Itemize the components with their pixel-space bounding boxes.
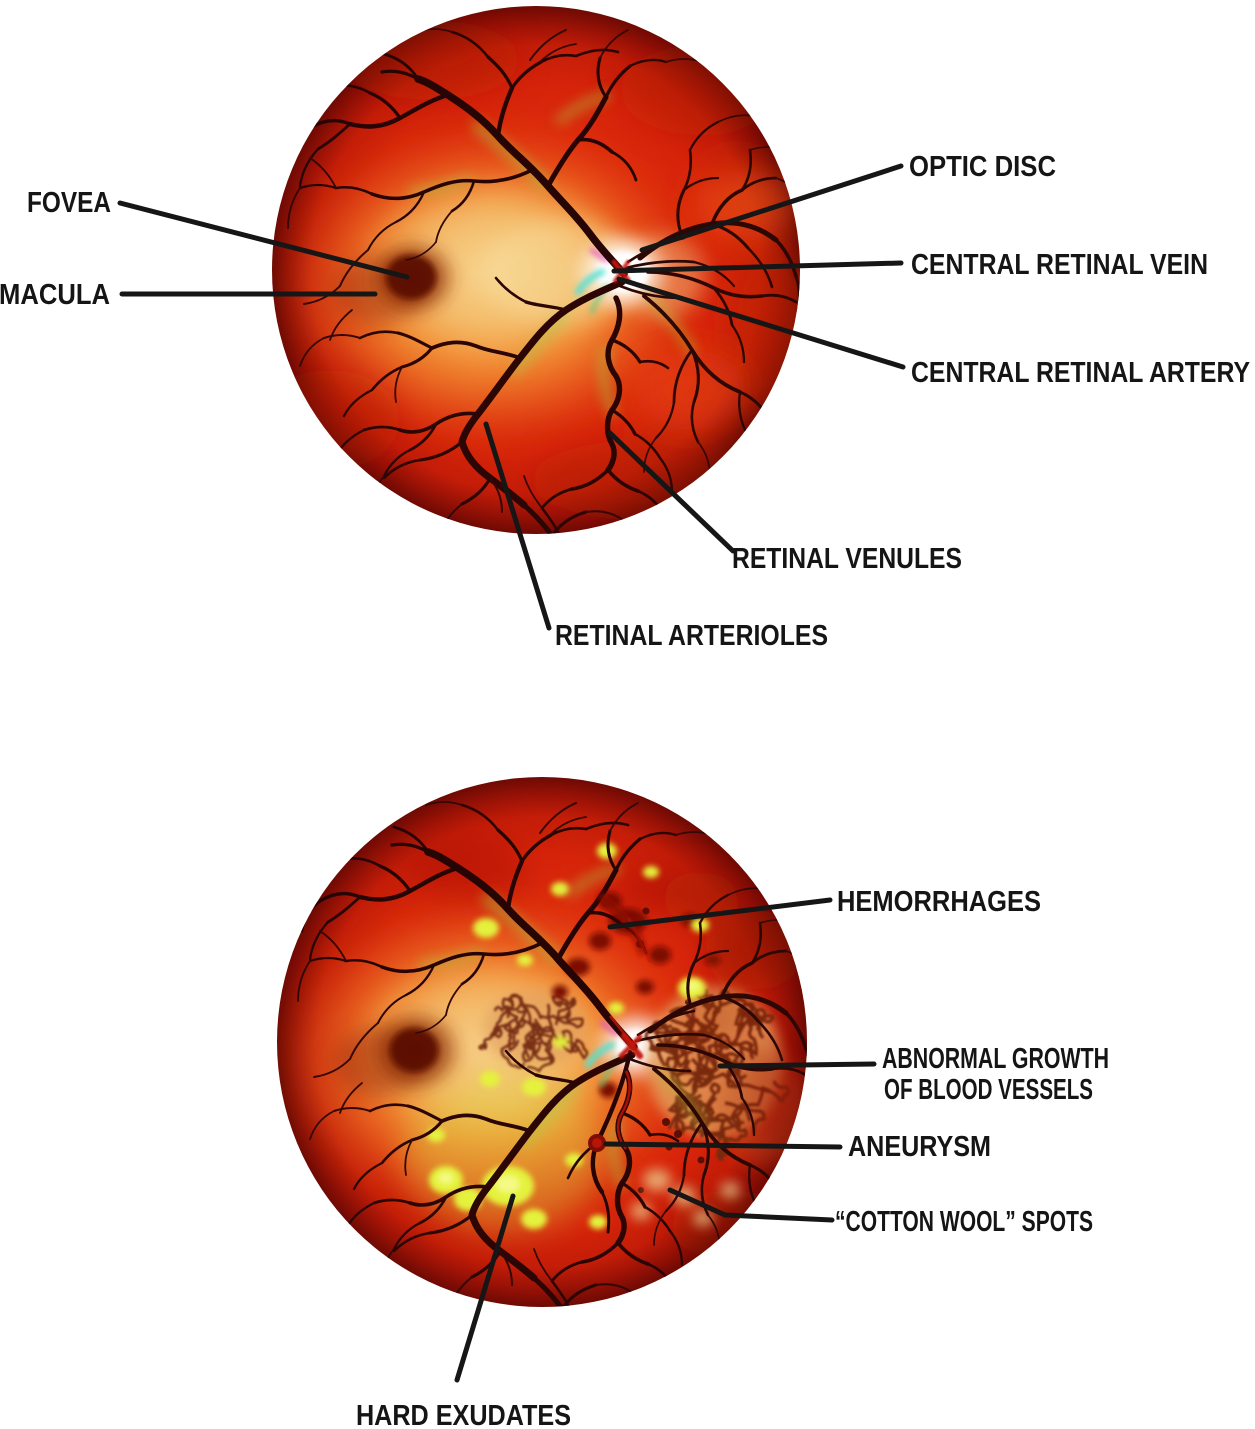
svg-text:ABNORMAL GROWTH: ABNORMAL GROWTH (882, 1043, 1109, 1075)
svg-text:FOVEA: FOVEA (27, 187, 111, 219)
svg-text:RETINAL ARTERIOLES: RETINAL ARTERIOLES (555, 620, 828, 652)
svg-text:HEMORRHAGES: HEMORRHAGES (837, 886, 1041, 918)
svg-text:MACULA: MACULA (0, 279, 110, 311)
svg-text:ANEURYSM: ANEURYSM (848, 1131, 991, 1163)
svg-text:OPTIC DISC: OPTIC DISC (909, 151, 1056, 183)
svg-text:“COTTON WOOL” SPOTS: “COTTON WOOL” SPOTS (835, 1206, 1093, 1238)
svg-text:RETINAL VENULES: RETINAL VENULES (732, 543, 962, 575)
svg-text:CENTRAL RETINAL ARTERY: CENTRAL RETINAL ARTERY (911, 357, 1250, 389)
svg-text:OF BLOOD VESSELS: OF BLOOD VESSELS (884, 1074, 1093, 1106)
svg-text:HARD EXUDATES: HARD EXUDATES (356, 1400, 571, 1429)
svg-text:CENTRAL RETINAL VEIN: CENTRAL RETINAL VEIN (911, 249, 1208, 281)
